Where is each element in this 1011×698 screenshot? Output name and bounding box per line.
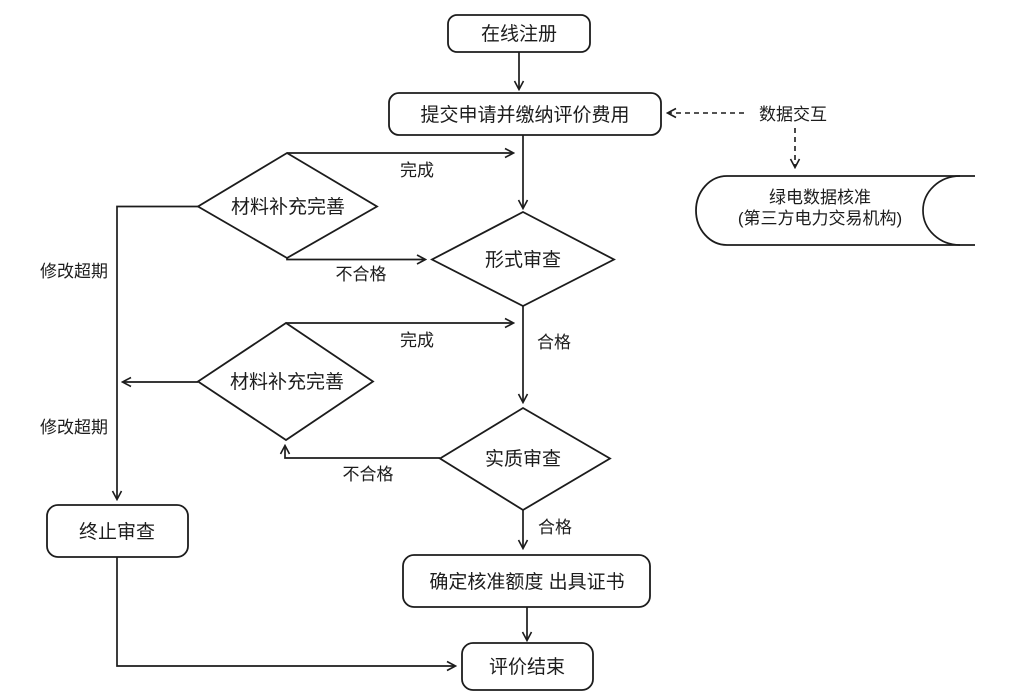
node-submit-application-label: 提交申请并缴纳评价费用	[420, 104, 629, 126]
node-terminate-review-label: 终止审查	[79, 521, 155, 543]
node-issue-certificate	[402, 554, 651, 608]
node-material-supplement-2	[196, 321, 375, 442]
node-terminate-review	[46, 504, 189, 558]
node-evaluation-end	[461, 642, 594, 691]
node-green-data-check-endcap	[922, 175, 961, 246]
node-online-register	[447, 14, 591, 53]
node-green-data-check	[695, 175, 975, 246]
edge-terminate-to-end	[116, 557, 455, 666]
node-green-data-check-label-line1: 绿电数据核准	[769, 188, 871, 207]
edge-label-complete-2: 完成	[400, 331, 434, 350]
edge-label-data-exchange: 数据交互	[759, 105, 827, 124]
edge-supplement1-formal-review	[286, 257, 425, 260]
node-online-register-label: 在线注册	[481, 23, 557, 45]
node-formal-review-label: 形式审查	[485, 249, 561, 271]
edge-label-complete-1: 完成	[400, 161, 434, 180]
node-material-supplement-1	[196, 151, 379, 260]
edge-label-qualified-2: 合格	[538, 518, 572, 537]
node-green-data-check-label-line2: (第三方电力交易机构)	[738, 209, 902, 228]
node-substantive-review-label: 实质审查	[485, 448, 561, 470]
edge-label-qualified-1: 合格	[537, 333, 571, 352]
edge-overdue-to-terminate	[117, 205, 198, 500]
node-evaluation-end-label: 评价结束	[489, 656, 565, 678]
node-material-supplement-1-label: 材料补充完善	[231, 196, 345, 218]
node-substantive-review	[438, 406, 612, 512]
node-issue-certificate-label: 确定核准额度 出具证书	[429, 571, 624, 593]
edge-substantive-unqualified	[285, 446, 440, 459]
edge-label-unqualified-2: 不合格	[343, 465, 394, 484]
node-material-supplement-2-label: 材料补充完善	[230, 371, 344, 393]
edge-label-overdue-1: 修改超期	[40, 262, 108, 281]
edge-label-overdue-2: 修改超期	[40, 418, 108, 437]
node-formal-review	[430, 210, 616, 308]
node-submit-application	[388, 92, 662, 136]
edge-label-unqualified-1: 不合格	[336, 265, 387, 284]
